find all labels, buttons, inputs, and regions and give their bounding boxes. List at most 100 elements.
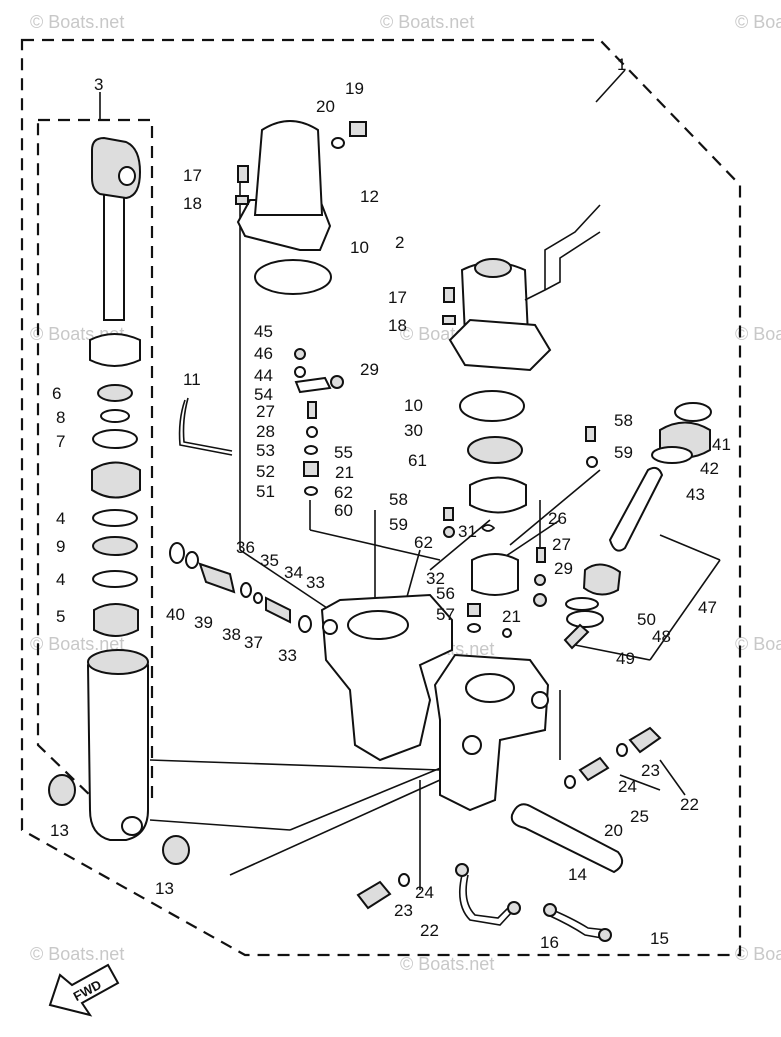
callout-15: 15 — [650, 929, 669, 948]
o-ring-33 — [298, 615, 312, 633]
callout-28: 28 — [256, 422, 275, 441]
callout-61: 61 — [408, 451, 427, 470]
relief-valve-parts — [169, 542, 312, 633]
callout-labels: 1 2 3 4 4 5 6 7 8 9 10 10 11 12 13 13 14… — [50, 55, 731, 952]
rod-eye-hole — [118, 166, 136, 186]
fwd-arrow-shape — [48, 963, 120, 1017]
o-ring-20 — [564, 775, 576, 789]
callout-27: 27 — [256, 402, 275, 421]
washer-20 — [331, 137, 345, 149]
callout-43: 43 — [686, 485, 705, 504]
o-ring-39 — [185, 551, 199, 569]
cylinder-cap — [89, 333, 141, 367]
bolt-19 — [349, 121, 367, 137]
bushing-left — [48, 774, 76, 806]
piston-rod — [103, 179, 125, 321]
o-ring-41 — [674, 402, 712, 422]
shaft-14 — [510, 803, 624, 874]
ball-28 — [306, 426, 318, 438]
port-29 — [322, 619, 338, 635]
watermark: © Boats.net — [30, 944, 124, 964]
valve-cartridge — [443, 507, 519, 638]
callout-62: 62 — [334, 483, 353, 502]
manifold-fitting — [462, 735, 482, 755]
manual-valve-parts — [533, 402, 712, 650]
watermark: © Boats.net — [735, 634, 781, 654]
o-ring-40 — [169, 542, 185, 564]
callout-21: 21 — [335, 463, 354, 482]
callout-18: 18 — [388, 316, 407, 335]
callout-49: 49 — [616, 649, 635, 668]
callout-11: 11 — [183, 370, 201, 389]
callout-26: 26 — [548, 509, 567, 528]
manifold-fitting-2 — [531, 691, 549, 709]
callout-36: 36 — [236, 538, 255, 557]
callout-38: 38 — [222, 625, 241, 644]
washer-59 — [443, 526, 455, 538]
callout-27: 27 — [552, 535, 571, 554]
o-ring-51 — [304, 486, 318, 496]
spring-35 — [265, 596, 291, 624]
callout-45: 45 — [254, 322, 273, 341]
callout-47: 47 — [698, 598, 717, 617]
callout-59: 59 — [614, 443, 633, 462]
ball-21 — [502, 628, 512, 638]
valve-hardware-stack — [294, 348, 344, 496]
screw-58 — [443, 507, 454, 521]
oil-seal-30 — [467, 436, 523, 464]
callout-24: 24 — [415, 883, 434, 902]
manifold-body — [433, 653, 550, 812]
washer-46 — [294, 366, 306, 378]
callout-19: 19 — [345, 79, 364, 98]
watermark: © Boats.net — [735, 944, 781, 964]
callout-33: 33 — [306, 573, 325, 592]
o-ring-48b — [565, 597, 599, 611]
callout-57: 57 — [436, 605, 455, 624]
callout-17: 17 — [183, 166, 202, 185]
callout-23: 23 — [641, 761, 660, 780]
callout-2: 2 — [395, 233, 404, 252]
pipe-16 — [459, 874, 513, 926]
callout-33: 33 — [278, 646, 297, 665]
shaft-47 — [608, 466, 664, 552]
valve-38 — [198, 562, 236, 594]
cylinder-end-screw — [93, 603, 139, 637]
callout-1: 1 — [617, 55, 626, 74]
callout-40: 40 — [166, 605, 185, 624]
plug-56 — [467, 603, 481, 617]
motor-flange — [448, 318, 552, 372]
callout-5: 5 — [56, 607, 65, 626]
plug-23b — [356, 880, 392, 910]
callout-58: 58 — [614, 411, 633, 430]
pipe-11 — [178, 397, 233, 456]
o-ring — [92, 570, 138, 588]
callout-29: 29 — [360, 360, 379, 379]
callout-32: 32 — [426, 569, 445, 588]
callout-29: 29 — [554, 559, 573, 578]
callout-4: 4 — [56, 570, 65, 589]
motor-o-ring — [459, 390, 525, 422]
o-ring-small — [100, 409, 130, 423]
callout-42: 42 — [700, 459, 719, 478]
callout-18: 18 — [183, 194, 202, 213]
callout-48: 48 — [652, 627, 671, 646]
callout-50: 50 — [637, 610, 656, 629]
cylinder-eye-hole — [121, 816, 143, 836]
o-ring-large — [92, 429, 138, 449]
cover-o-ring — [254, 259, 332, 295]
callout-25: 25 — [630, 807, 649, 826]
valve-25 — [578, 756, 610, 782]
washer-18b — [442, 315, 456, 325]
callout-60: 60 — [334, 501, 353, 520]
callout-20: 20 — [316, 97, 335, 116]
callout-35: 35 — [260, 551, 279, 570]
callout-58: 58 — [389, 490, 408, 509]
assembly-boundary — [20, 38, 742, 957]
callout-54: 54 — [254, 385, 273, 404]
callout-13: 13 — [50, 821, 69, 840]
o-ring-43 — [651, 446, 693, 464]
callout-55: 55 — [334, 443, 353, 462]
callout-23: 23 — [394, 901, 413, 920]
washer-18 — [235, 195, 249, 205]
valve-52 — [303, 461, 319, 477]
